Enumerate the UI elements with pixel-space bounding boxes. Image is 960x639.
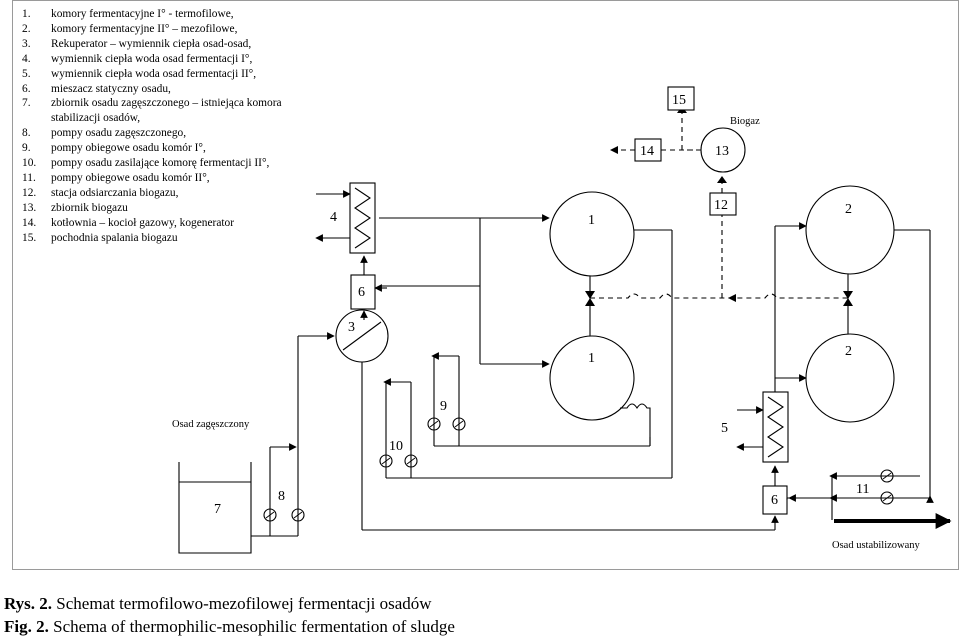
label-exchanger-5: 5 — [721, 421, 728, 436]
legend-item-number: 3. — [22, 37, 31, 50]
legend-item: 3. Rekuperator – wymiennik ciepła osad-os… — [22, 37, 282, 52]
label-chamber-2-bottom: 2 — [845, 344, 852, 359]
legend-item-number: 4. — [22, 52, 31, 65]
label-pumps-9: 9 — [440, 399, 447, 414]
legend-item-text: komory fermentacyjne I° - termofilowe, — [51, 8, 234, 20]
caption-en-prefix: Fig. 2. — [4, 617, 49, 636]
label-boiler-14: 14 — [640, 144, 654, 159]
pump-10b — [404, 454, 418, 468]
label-pumps-8: 8 — [278, 489, 285, 504]
label-biogas: Biogaz — [730, 116, 760, 127]
caption-pl: Rys. 2. Schemat termofilowo-mezofilowej … — [4, 594, 432, 614]
legend-item: 11. pompy obiegowe osadu komór II°, — [22, 171, 282, 186]
pump-9b — [452, 417, 466, 431]
legend-item-number: 1. — [22, 8, 31, 20]
legend-item-text: stacja odsiarczania biogazu, — [51, 186, 179, 199]
chamber-1-bottom — [549, 335, 635, 421]
label-chamber-2-top: 2 — [845, 202, 852, 217]
desulfurization-12 — [709, 192, 737, 216]
legend-item-number: 8. — [22, 127, 31, 140]
caption-en-text: Schema of thermophilic-mesophilic fermen… — [48, 617, 455, 636]
label-tank-7: 7 — [214, 502, 221, 517]
label-flare-15: 15 — [672, 93, 686, 108]
legend-item-number: 7. — [22, 97, 31, 110]
figure-frame — [12, 0, 959, 570]
legend-item-number: 15. — [22, 231, 37, 244]
legend-item: 13. zbiornik biogazu — [22, 201, 282, 216]
label-thickened-sludge: Osad zagęszczony — [172, 419, 250, 430]
legend-item-number: 10. — [22, 157, 37, 170]
legend-item-text: stabilizacji osadów, — [51, 112, 141, 125]
legend-item-number: 5. — [22, 67, 31, 80]
legend-item-text: kotłownia – kocioł gazowy, kogenerator — [51, 216, 235, 229]
legend-item: 8. pompy osadu zagęszczonego, — [22, 126, 282, 141]
legend-item-text: zbiornik biogazu — [51, 201, 128, 214]
pump-8a — [263, 508, 277, 522]
legend-item-text: Rekuperator – wymiennik ciepła osad-osad… — [51, 37, 252, 50]
mixer-6-upper — [350, 274, 376, 310]
label-pumps-11: 11 — [856, 482, 869, 497]
label-chamber-1-bottom: 1 — [588, 351, 595, 366]
label-exchanger-4: 4 — [330, 210, 337, 225]
chamber-1-top — [549, 191, 635, 277]
legend-item-number: 12. — [22, 186, 37, 199]
pump-8b — [291, 508, 305, 522]
legend-item-number: 14. — [22, 216, 37, 229]
caption-pl-text: Schemat termofilowo-mezofilowej fermenta… — [52, 594, 432, 613]
legend-item-number: 2. — [22, 22, 31, 35]
caption-en: Fig. 2. Schema of thermophilic-mesophili… — [4, 617, 455, 637]
legend-item: 15. pochodnia spalania biogazu — [22, 231, 282, 246]
tank-7 — [178, 462, 252, 554]
pump-10a — [379, 454, 393, 468]
legend-item-text: zbiornik osadu zagęszczonego – istniejąc… — [51, 97, 282, 110]
legend-item: 12. stacja odsiarczania biogazu, — [22, 186, 282, 201]
label-gas-holder-13: 13 — [715, 144, 729, 159]
caption-pl-prefix: Rys. 2. — [4, 594, 53, 613]
legend-item-text: pochodnia spalania biogazu — [51, 231, 178, 244]
legend-item: 9. pompy obiegowe osadu komór I°, — [22, 141, 282, 156]
legend-item: 5. wymiennik ciepła woda osad fermentacji… — [22, 67, 282, 82]
legend-item: 6. mieszacz statyczny osadu, — [22, 82, 282, 97]
label-stabilized-sludge: Osad ustabilizowany — [832, 540, 921, 551]
legend-item-text: pompy obiegowe osadu komór I°, — [51, 142, 206, 155]
legend-item-text: wymiennik ciepła woda osad fermentacji I… — [51, 67, 257, 80]
legend-item: 4. wymiennik ciepła woda osad fermentacji… — [22, 52, 282, 67]
legend-item: 10. pompy osadu zasilające komorę ferment… — [22, 156, 282, 171]
legend-item-text: wymiennik ciepła woda osad fermentacji I… — [51, 52, 253, 65]
legend-item-text: pompy osadu zasilające komorę fermentacj… — [51, 157, 270, 170]
process-diagram: 1 1 2 2 3 4 5 6 6 7 8 9 10 11 12 13 14 1… — [172, 86, 952, 554]
legend: 1. komory fermentacyjne I° - termofilowe,… — [22, 7, 282, 246]
label-mixer-6-upper: 6 — [358, 285, 365, 300]
legend-item-number: 9. — [22, 142, 31, 155]
legend-item-number: 11. — [22, 171, 36, 184]
legend-item-text: mieszacz statyczny osadu, — [51, 82, 171, 95]
legend-item-text: pompy osadu zagęszczonego, — [51, 127, 187, 140]
legend-item: 2. komory fermentacyjne II° – mezofilowe, — [22, 22, 282, 37]
pump-11b — [880, 491, 894, 505]
label-chamber-1-top: 1 — [588, 213, 595, 228]
exchanger-4 — [349, 182, 376, 254]
legend-item: 7. zbiornik osadu zagęszczonego – istniej… — [22, 96, 282, 111]
chamber-2-top — [805, 185, 895, 275]
pump-11a — [880, 469, 894, 483]
legend-item-text: komory fermentacyjne II° – mezofilowe, — [51, 22, 238, 35]
label-pumps-10: 10 — [389, 439, 403, 454]
legend-item: 14. kotłownia – kocioł gazowy, kogenerato… — [22, 216, 282, 231]
exchanger-5-coil — [767, 396, 784, 458]
pump-9a — [427, 417, 441, 431]
legend-item: 1. komory fermentacyjne I° - termofilowe, — [22, 7, 282, 22]
legend-item: stabilizacji osadów, — [22, 111, 282, 126]
legend-item-number: 13. — [22, 201, 37, 214]
legend-item-text: pompy obiegowe osadu komór II°, — [51, 171, 210, 184]
chamber-2-bottom — [805, 333, 895, 423]
label-mixer-6-lower: 6 — [771, 493, 778, 508]
flare-15 — [667, 86, 695, 111]
exchanger-4-coil — [354, 187, 371, 249]
label-desulfurization-12: 12 — [714, 198, 728, 213]
label-recuperator-3: 3 — [348, 320, 355, 335]
legend-item-number: 6. — [22, 82, 31, 95]
